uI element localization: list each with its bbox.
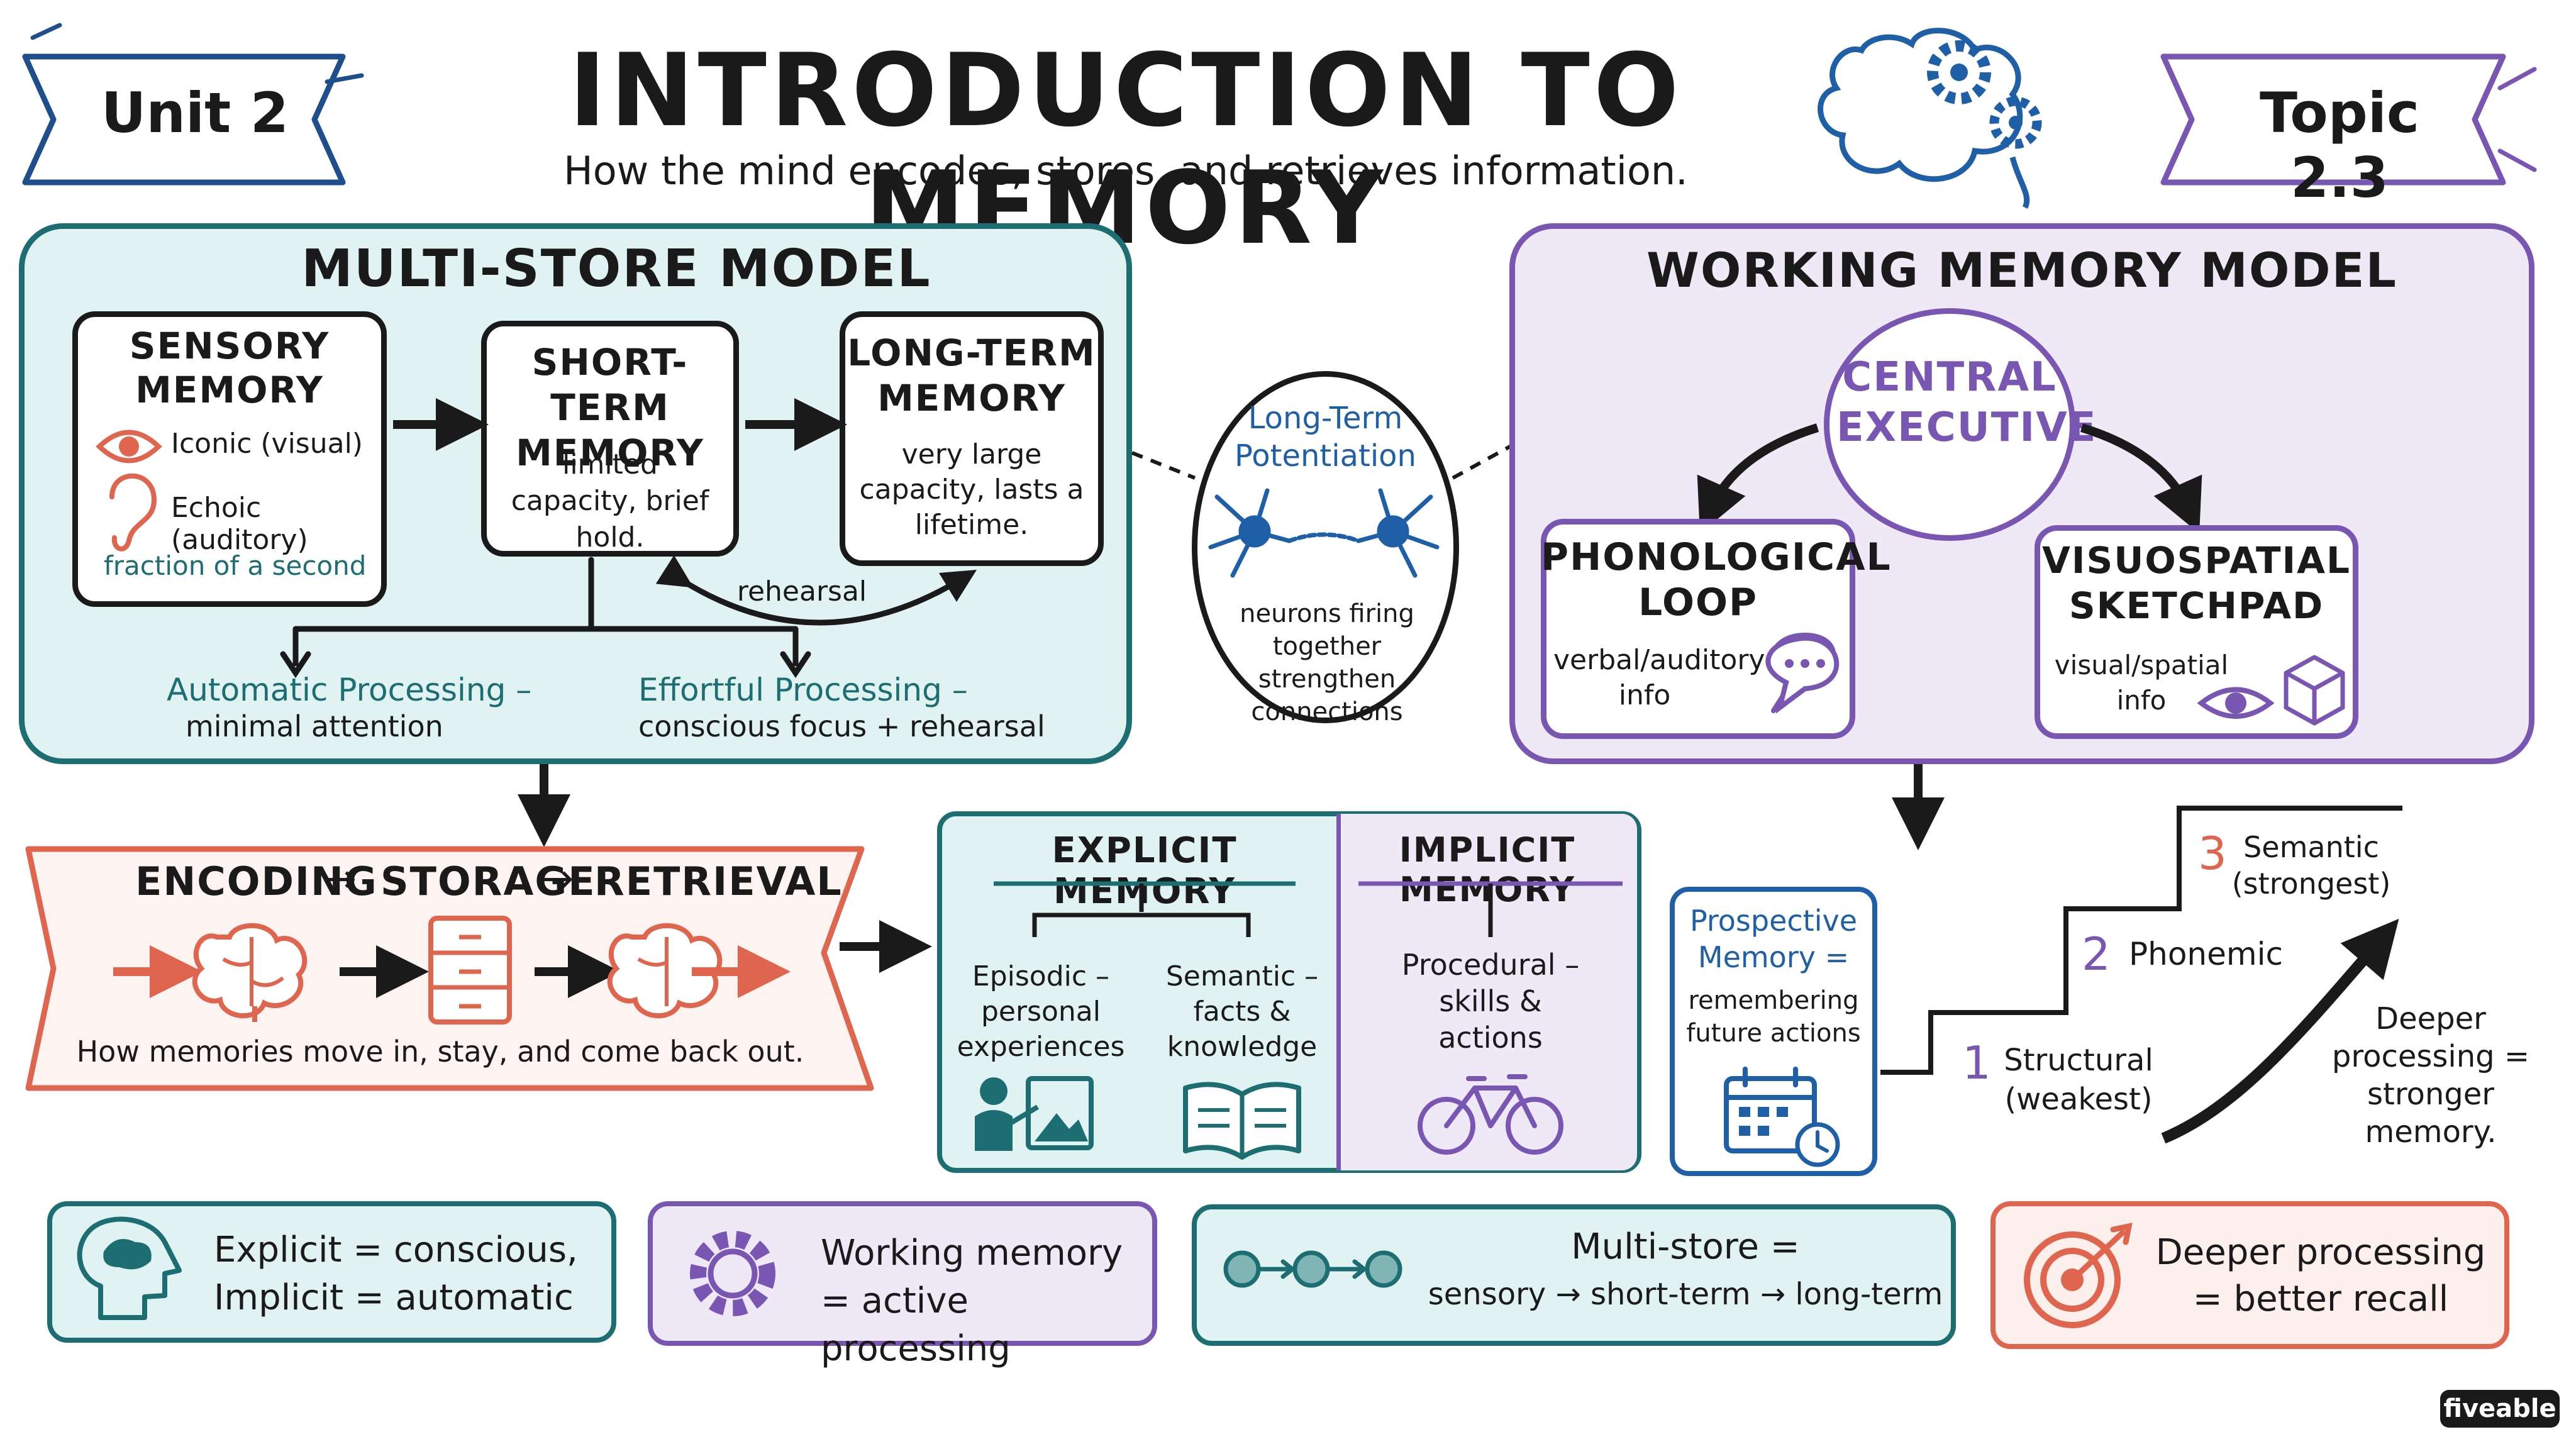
long-term-memory-title: LONG-TERM MEMORY bbox=[847, 331, 1096, 419]
sensory-duration: fraction of a second bbox=[104, 550, 367, 581]
summary-deeper-text: Deeper processing = better recall bbox=[2155, 1232, 2486, 1319]
effortful-processing-title: Effortful Processing – bbox=[638, 672, 968, 708]
unit-label: Unit 2 bbox=[101, 80, 289, 145]
level-2-label: Phonemic bbox=[2129, 936, 2283, 972]
short-term-memory-title: SHORT-TERM MEMORY bbox=[516, 341, 704, 474]
open-book-icon bbox=[1183, 1082, 1301, 1160]
explicit-memory-title: EXPLICIT MEMORY bbox=[1052, 830, 1238, 912]
levels-note: Deeper processing = stronger memory. bbox=[2331, 1001, 2530, 1150]
rehearsal-label: rehearsal bbox=[736, 575, 867, 608]
page-subtitle: How the mind encodes, stores, and retrie… bbox=[564, 148, 1688, 194]
phonological-loop-desc: verbal/auditory info bbox=[1553, 644, 1765, 711]
automatic-processing-title: Automatic Processing – bbox=[167, 672, 532, 708]
bicycle-icon bbox=[1418, 1074, 1563, 1155]
ltp-circle bbox=[1192, 371, 1459, 723]
summary-card-working bbox=[648, 1201, 1157, 1346]
brain-icon bbox=[192, 923, 308, 1022]
retrieval-label: RETRIEVAL bbox=[594, 858, 843, 904]
episodic-label: Episodic – personal experiences bbox=[957, 960, 1125, 1063]
fiveable-logo: fiveable bbox=[2440, 1390, 2560, 1428]
ltp-desc: neurons firing together strengthen conne… bbox=[1240, 599, 1414, 726]
visuospatial-sketchpad-box bbox=[2035, 525, 2358, 739]
level-2-number: 2 bbox=[2082, 928, 2111, 980]
procedural-label: Procedural – skills & actions bbox=[1401, 948, 1580, 1055]
summary-multistore-text: sensory → short-term → long-term bbox=[1428, 1277, 1943, 1312]
visuospatial-sketchpad-title: VISUOSPATIAL SKETCHPAD bbox=[2042, 539, 2351, 627]
topic-label: Topic 2.3 bbox=[2259, 80, 2420, 210]
sensory-memory-box bbox=[72, 311, 387, 607]
prospective-memory-desc: remembering future actions bbox=[1686, 986, 1861, 1048]
summary-multistore-title: Multi-store = bbox=[1571, 1226, 1800, 1267]
summary-working-text: Working memory = active processing bbox=[821, 1233, 1123, 1369]
level-3-number: 3 bbox=[2198, 827, 2227, 880]
summary-explicit-text: Explicit = conscious, Implicit = automat… bbox=[214, 1230, 578, 1318]
brain-icon-2 bbox=[607, 923, 723, 1019]
working-memory-title: WORKING MEMORY MODEL bbox=[1646, 242, 2397, 298]
esr-arrow-1: → bbox=[324, 855, 357, 901]
iconic-label: Iconic (visual) bbox=[171, 428, 363, 460]
phonological-loop-title: PHONOLOGICAL LOOP bbox=[1541, 535, 1892, 625]
sensory-memory-title: SENSORY MEMORY bbox=[129, 325, 330, 411]
effortful-processing-desc: conscious focus + rehearsal bbox=[638, 709, 1045, 743]
encoding-label: ENCODING bbox=[135, 858, 378, 904]
esr-arrow-2: → bbox=[541, 855, 574, 901]
person-picture-icon bbox=[975, 1076, 1094, 1151]
storage-label: STORAGE bbox=[380, 858, 596, 904]
central-executive-label: CENTRAL EXECUTIVE bbox=[1836, 354, 2097, 451]
automatic-processing-desc: minimal attention bbox=[186, 709, 443, 743]
esr-caption: How memories move in, stay, and come bac… bbox=[76, 1035, 804, 1069]
long-term-memory-desc: very large capacity, lasts a lifetime. bbox=[859, 438, 1084, 541]
filing-cabinet-icon bbox=[428, 916, 512, 1024]
semantic-label: Semantic – facts & knowledge bbox=[1165, 960, 1319, 1063]
level-1-label: Structural (weakest) bbox=[2004, 1043, 2153, 1117]
short-term-memory-desc: limited capacity, brief hold. bbox=[511, 448, 709, 553]
implicit-memory-title: IMPLICIT MEMORY bbox=[1399, 830, 1576, 909]
level-1-number: 1 bbox=[1962, 1036, 1991, 1089]
multi-store-title: MULTI-STORE MODEL bbox=[301, 239, 931, 299]
level-3-label: Semantic (strongest) bbox=[2231, 830, 2391, 901]
ltp-title: Long-Term Potentiation bbox=[1235, 401, 1416, 474]
phonological-loop-box bbox=[1541, 519, 1855, 739]
echoic-label: Echoic (auditory) bbox=[171, 492, 308, 556]
prospective-memory-title: Prospective Memory = bbox=[1689, 904, 1858, 974]
short-term-memory-box bbox=[481, 321, 739, 557]
visuospatial-sketchpad-desc: visual/spatial info bbox=[2054, 650, 2229, 716]
central-executive-circle bbox=[1824, 308, 2075, 541]
